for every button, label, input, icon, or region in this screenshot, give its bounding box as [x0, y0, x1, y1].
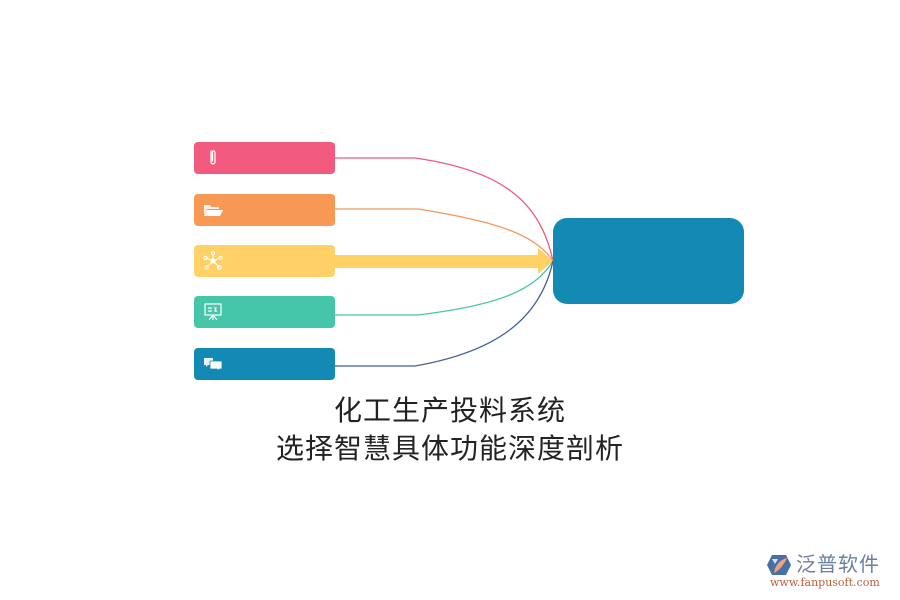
node-card-1[interactable]	[194, 142, 335, 174]
paperclip-icon	[210, 150, 216, 165]
logo-mark-icon	[767, 555, 791, 575]
link-4	[335, 260, 554, 316]
node-card-2[interactable]	[194, 194, 335, 226]
logo-brand-name: 泛普软件	[796, 552, 880, 576]
link-3-arrowhead	[538, 248, 553, 274]
folder-open-icon	[204, 205, 223, 216]
caption-line-1: 化工生产投料系统	[333, 394, 566, 427]
network-icon	[203, 251, 223, 270]
link-3-shaft	[335, 255, 540, 268]
caption-line-2: 选择智慧具体功能深度剖析	[275, 432, 624, 465]
node-card-4[interactable]	[194, 296, 335, 328]
link-5	[335, 260, 554, 367]
node-card-3[interactable]	[194, 245, 335, 277]
node-card-5[interactable]	[194, 348, 335, 380]
hub-node[interactable]	[553, 218, 744, 304]
link-2	[335, 208, 554, 262]
presentation-board-icon	[204, 303, 222, 321]
chat-bubbles-icon	[204, 358, 223, 372]
logo-url: www.fanpusoft.com	[770, 576, 880, 589]
brand-logo[interactable]: 泛普软件 www.fanpusoft.com	[766, 552, 896, 592]
link-1	[335, 157, 554, 262]
